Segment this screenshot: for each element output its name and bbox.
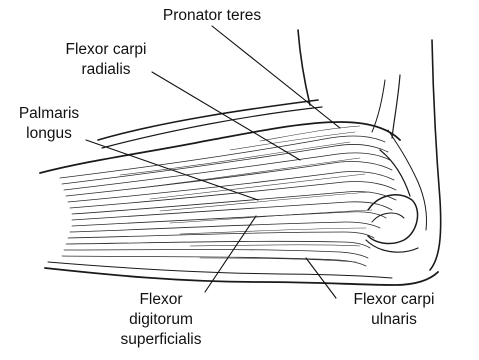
label-flexor-digitorum-superficialis: Flexor digitorum superficialis — [96, 290, 226, 350]
label-palmaris-longus-line2: longus — [4, 124, 94, 144]
label-flexor-carpi-radialis-line2: radialis — [36, 60, 176, 80]
label-flexor-carpi-radialis: Flexor carpi radialis — [36, 40, 176, 80]
label-flexor-digitorum-superficialis-line3: superficialis — [96, 330, 226, 350]
label-flexor-carpi-radialis-line1: Flexor carpi — [36, 40, 176, 60]
label-flexor-carpi-ulnaris-line2: ulnaris — [324, 310, 464, 330]
label-flexor-digitorum-superficialis-line2: digitorum — [96, 310, 226, 330]
label-flexor-carpi-ulnaris-line1: Flexor carpi — [324, 290, 464, 310]
label-palmaris-longus: Palmaris longus — [4, 104, 94, 144]
label-flexor-carpi-ulnaris: Flexor carpi ulnaris — [324, 290, 464, 330]
label-palmaris-longus-line1: Palmaris — [4, 104, 94, 124]
label-pronator-teres: Pronator teres — [132, 6, 292, 26]
label-flexor-digitorum-superficialis-line1: Flexor — [96, 290, 226, 310]
label-pronator-teres-text: Pronator teres — [163, 7, 261, 24]
